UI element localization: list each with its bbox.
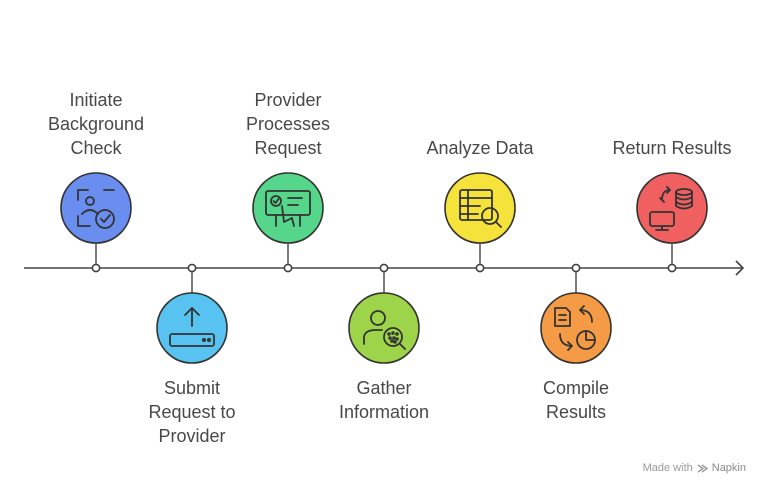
table-magnifier-icon [459,189,502,228]
step-label: Return Results [597,136,747,160]
step-label-line: Provider [158,426,226,446]
step-circle [252,172,324,244]
step-label-line: Provider [254,90,322,110]
step-marker-dot [571,263,581,273]
credit-text: Made with [642,462,693,474]
step-label-line: Check [70,138,122,158]
timeline-step [444,172,516,273]
timeline-step [60,172,132,273]
timeline-step [156,263,228,364]
step-label-line: Information [338,402,430,422]
step-marker-dot [283,263,293,273]
step-marker-dot [667,263,677,273]
step-label-line: Request to [148,402,236,422]
step-label-line: Return Results [612,138,732,158]
step-circle [636,172,708,244]
step-label: Analyze Data [405,136,555,160]
made-with-credit: Made with Napkin [643,462,746,474]
timeline-step [348,263,420,364]
step-label-line: Analyze Data [426,138,534,158]
step-circle [348,292,420,364]
step-circle [156,292,228,364]
document-chart-icon [554,305,596,351]
person-search-icon [363,310,406,350]
step-circle [540,292,612,364]
timeline-step [540,263,612,364]
step-marker-dot [91,263,101,273]
step-label-line: Gather [356,378,412,398]
step-marker-dot [475,263,485,273]
upload-tray-icon [169,307,215,347]
step-label-line: Submit [163,378,221,398]
database-monitor-icon [649,186,693,231]
napkin-logo-icon [697,463,708,473]
step-label-line: Compile [542,378,610,398]
background-check-icon [77,189,115,229]
step-circle [60,172,132,244]
credit-brand: Napkin [711,462,746,474]
step-label-line: Initiate [69,90,123,110]
timeline-step [636,172,708,273]
step-marker-dot [187,263,197,273]
step-circle [444,172,516,244]
timeline-step [252,172,324,273]
step-label-line: Request [254,138,322,158]
step-marker-dot [379,263,389,273]
step-label-line: Results [545,402,607,422]
timeline-arrowhead [735,260,745,276]
step-label-line: Processes [245,114,331,134]
form-processing-icon [265,190,311,227]
step-label-line: Background [47,114,145,134]
